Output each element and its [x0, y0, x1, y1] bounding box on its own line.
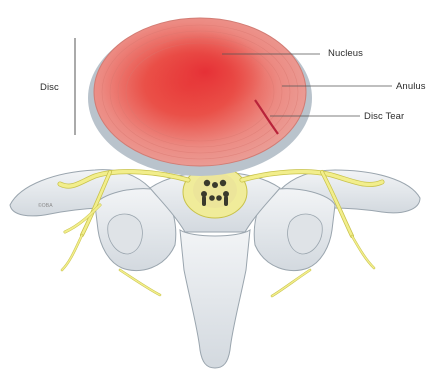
nucleus-region [145, 32, 265, 112]
disc-label: Disc [40, 82, 59, 93]
disc-tear-label: Disc Tear [364, 111, 404, 122]
anulus-label: Anulus [396, 81, 426, 92]
disc-graphic [88, 18, 312, 176]
nucleus-label: Nucleus [328, 48, 363, 59]
watermark: ©OBA [38, 203, 53, 209]
